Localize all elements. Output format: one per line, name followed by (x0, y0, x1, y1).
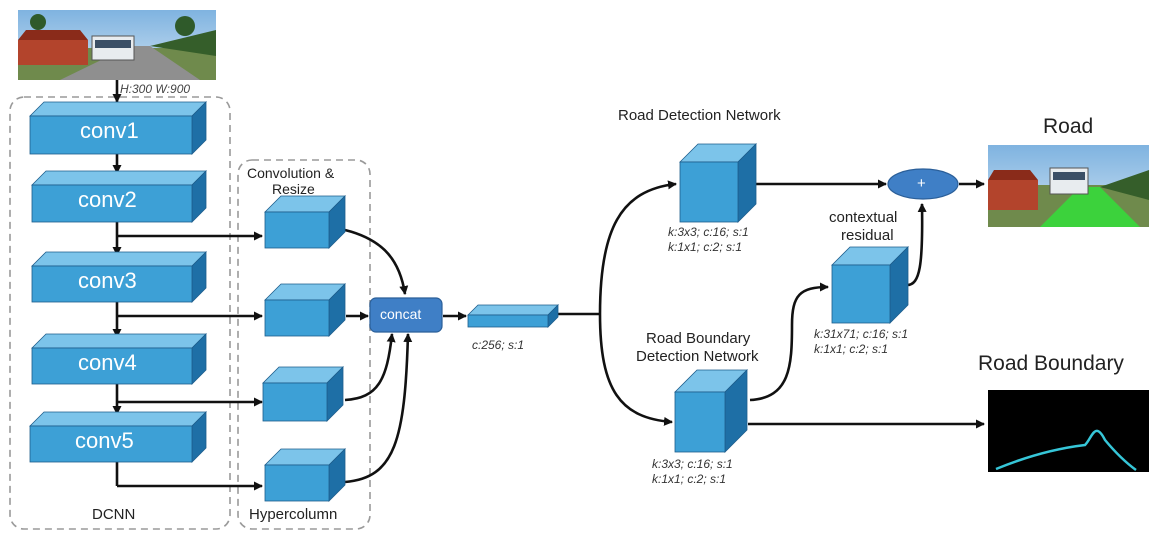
network-blocks (29, 101, 909, 502)
input-size-label: H:300 W:900 (120, 82, 191, 96)
residual-param-2: k:1x1; c:2; s:1 (814, 342, 889, 356)
input-road-image (18, 10, 216, 80)
plus-symbol: + (917, 175, 926, 192)
residual-param-1: k:31x71; c:16; s:1 (814, 327, 909, 341)
residual-title-1: contextual (829, 209, 898, 226)
conv3-block (31, 251, 207, 303)
boundary-network-block (674, 369, 748, 453)
road-network-title: Road Detection Network (618, 107, 781, 124)
concat-box (369, 297, 443, 333)
conv4-block (31, 333, 207, 385)
connectors (112, 80, 985, 491)
conv3-label: conv3 (78, 268, 137, 293)
boundary-network-param-1: k:3x3; c:16; s:1 (652, 457, 733, 471)
conv2-label: conv2 (78, 187, 137, 212)
hypercolumn-block-3 (262, 366, 344, 422)
road-boundary-output-title: Road Boundary (978, 352, 1124, 375)
residual-block (831, 246, 909, 324)
road-network-params: k:3x3; c:16; s:1 k:1x1; c:2; s:1 (668, 225, 749, 255)
sum-node (887, 168, 959, 200)
hypercolumn-block-1 (264, 195, 346, 249)
conv1-label: conv1 (80, 118, 139, 143)
hypercolumn-bottom-label: Hypercolumn (249, 506, 338, 523)
road-network-param-2: k:1x1; c:2; s:1 (668, 240, 743, 254)
conv1-block (29, 101, 207, 155)
concat-label: concat (380, 306, 422, 322)
road-output-title: Road (1043, 115, 1094, 138)
hypercolumn-block-2 (264, 283, 346, 337)
hypercolumn-top-label-line2: Resize (272, 181, 315, 197)
conv5-label: conv5 (75, 428, 134, 453)
hypercolumn-group-box (237, 159, 371, 530)
road-network-block (679, 143, 757, 223)
residual-params: k:31x71; c:16; s:1 k:1x1; c:2; s:1 (814, 327, 908, 357)
dcnn-label: DCNN (92, 506, 136, 523)
boundary-network-params: k:3x3; c:16; s:1 k:1x1; c:2; s:1 (652, 457, 733, 487)
hypercolumn-block-4 (264, 448, 346, 502)
road-boundary-output-image (988, 390, 1149, 472)
boundary-network-param-2: k:1x1; c:2; s:1 (652, 472, 727, 486)
road-output-image (988, 145, 1149, 227)
feature-block (467, 304, 559, 328)
boundary-network-title-1: Road Boundary (646, 330, 751, 347)
hypercolumn-top-label-line1: Convolution & (247, 165, 335, 181)
dcnn-group-box (9, 96, 231, 530)
road-network-param-1: k:3x3; c:16; s:1 (668, 225, 749, 239)
concat-params: c:256; s:1 (472, 338, 525, 352)
conv5-block (29, 411, 207, 463)
boundary-network-title-2: Detection Network (636, 348, 759, 365)
residual-title-2: residual (841, 227, 894, 244)
conv4-label: conv4 (78, 350, 137, 375)
conv2-block (31, 170, 207, 223)
